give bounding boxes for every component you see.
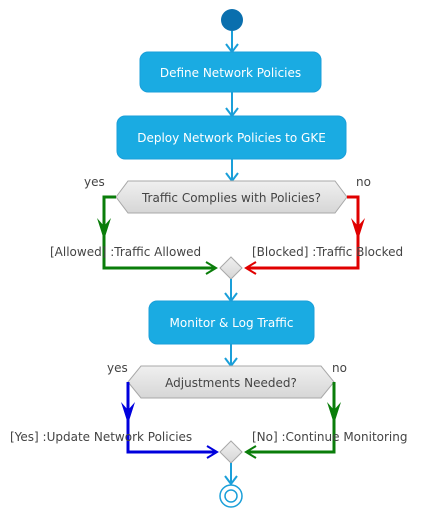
start-node (221, 9, 243, 31)
decision-traffic-complies-label: Traffic Complies with Policies? (141, 191, 321, 205)
decision2-no-label: no (332, 361, 347, 375)
end-node-inner (224, 489, 238, 503)
decision1-no-label: no (356, 175, 371, 189)
action-define (139, 51, 322, 93)
decision1-yes-branch-label: [Allowed] :Traffic Allowed (50, 245, 201, 259)
decision2-yes-branch-label: [Yes] :Update Network Policies (10, 430, 192, 444)
arrow-head (206, 445, 219, 459)
decision1-no-branch-label: [Blocked] :Traffic Blocked (252, 245, 403, 259)
arrow-head (351, 218, 365, 240)
action-deploy-label: Deploy Network Policies to GKE (137, 131, 326, 145)
arrow-head (121, 402, 135, 424)
arrow-head (244, 445, 257, 459)
arrow-head (205, 261, 218, 275)
arrow-head (224, 475, 238, 486)
arrow-head (97, 218, 111, 240)
decision2-yes-edge (126, 382, 215, 454)
action-monitor-label: Monitor & Log Traffic (170, 316, 294, 330)
merge-node-2 (219, 440, 243, 464)
decision-adjustments-needed-label: Adjustments Needed? (165, 376, 297, 390)
decision2-yes-label: yes (107, 361, 128, 375)
merge-node-1 (219, 256, 243, 280)
decision2-no-edge (248, 382, 336, 454)
arrow-head (327, 402, 341, 424)
decision1-yes-label: yes (84, 175, 105, 189)
decision2-no-branch-label: [No] :Continue Monitoring (252, 430, 407, 444)
arrow-head (244, 261, 257, 275)
action-define-label: Define Network Policies (160, 66, 301, 80)
